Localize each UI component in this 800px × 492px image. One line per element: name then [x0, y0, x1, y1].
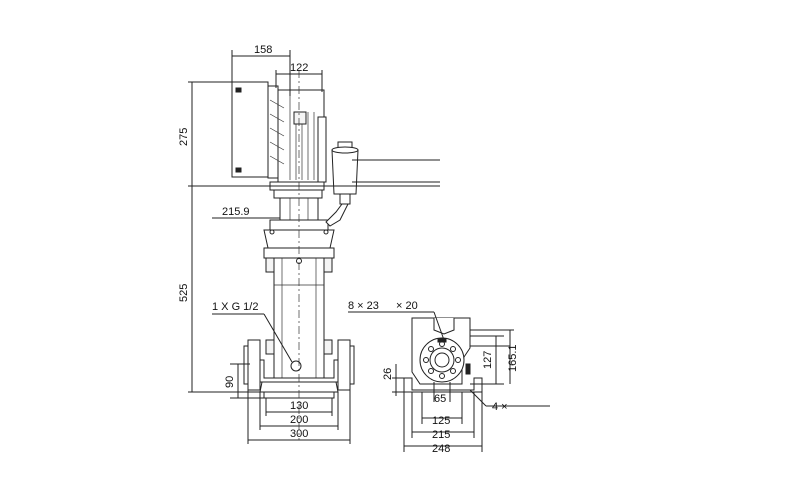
- dim-248: 248: [432, 443, 450, 455]
- dimension-labels: 158 122 275 215.9 525 1 X G 1/2 90 130 2…: [178, 44, 519, 455]
- dim-300: 300: [290, 428, 308, 440]
- dim-215-9: 215.9: [222, 206, 250, 218]
- dim-65: 65: [434, 393, 446, 405]
- front-dimension-lines: [188, 50, 440, 444]
- base-dimension-lines: [348, 311, 550, 452]
- dim-158: 158: [254, 44, 272, 56]
- dim-525: 525: [178, 284, 190, 302]
- front-view: [188, 50, 440, 444]
- dim-connection: 1 X G 1/2: [212, 301, 258, 313]
- motor-body: [269, 89, 327, 183]
- terminal-box: [231, 81, 279, 179]
- dim-200: 200: [290, 414, 308, 426]
- dim-215: 215: [432, 429, 450, 441]
- dim-8x23: 8 × 23: [348, 300, 379, 312]
- dim-127: 127: [482, 351, 494, 369]
- pressure-sensor: [325, 141, 359, 227]
- dim-4x: 4 ×: [492, 401, 508, 413]
- dim-130: 130: [290, 400, 308, 412]
- dim-122: 122: [290, 62, 308, 74]
- dim-x20: × 20: [396, 300, 418, 312]
- dim-90: 90: [224, 376, 236, 388]
- base-view: [348, 311, 550, 452]
- dim-165-1: 165.1: [507, 344, 519, 372]
- dim-26: 26: [382, 368, 394, 380]
- dim-125: 125: [432, 415, 450, 427]
- dim-275: 275: [178, 128, 190, 146]
